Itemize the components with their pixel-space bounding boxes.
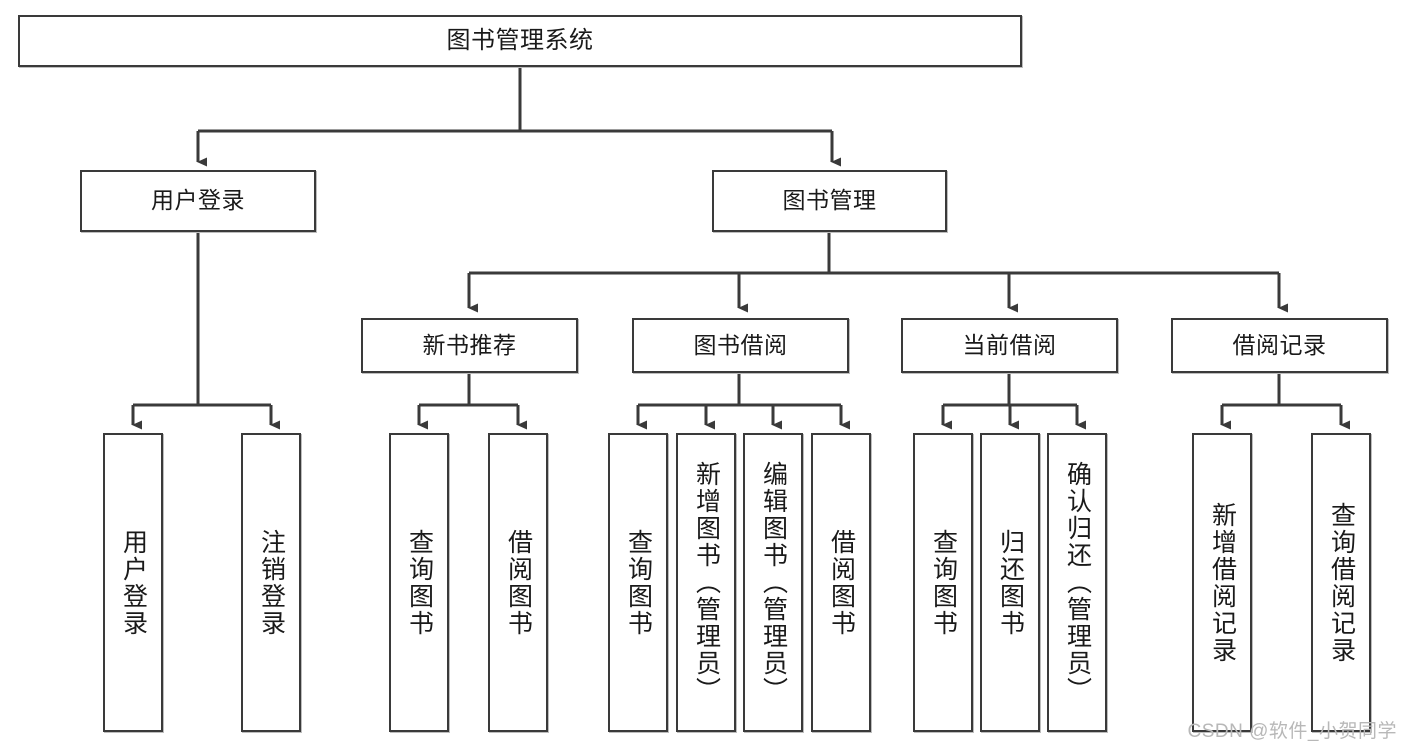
node-book-management[interactable]: 图书管理	[712, 170, 947, 232]
leaf-new-book-query[interactable]: 查询图书	[389, 433, 449, 732]
leaf-current-return-book-label: 归还图书	[996, 528, 1025, 637]
leaf-records-add[interactable]: 新增借阅记录	[1192, 433, 1252, 732]
leaf-borrow-query-book[interactable]: 查询图书	[608, 433, 668, 732]
leaf-current-query-book-label: 查询图书	[929, 528, 958, 637]
node-user-login[interactable]: 用户登录	[80, 170, 316, 232]
node-root-label: 图书管理系统	[446, 26, 594, 54]
leaf-records-query-label: 查询借阅记录	[1327, 501, 1356, 664]
leaf-current-confirm-return[interactable]: 确认归还（管理员）	[1047, 433, 1107, 732]
leaf-user-login-signin-label: 用户登录	[119, 528, 148, 637]
node-new-book-recommend[interactable]: 新书推荐	[361, 318, 578, 373]
leaf-borrow-edit-book-label: 编辑图书（管理员）	[759, 461, 788, 704]
node-current-borrow-label: 当前借阅	[962, 331, 1057, 358]
leaf-user-login-signout-label: 注销登录	[257, 528, 286, 637]
node-borrow-records-label: 借阅记录	[1232, 331, 1327, 358]
leaf-borrow-query-book-label: 查询图书	[624, 528, 653, 637]
leaf-records-add-label: 新增借阅记录	[1208, 501, 1237, 664]
leaf-borrow-add-book[interactable]: 新增图书（管理员）	[676, 433, 736, 732]
leaf-user-login-signin[interactable]: 用户登录	[103, 433, 163, 732]
leaf-current-return-book[interactable]: 归还图书	[980, 433, 1040, 732]
leaf-borrow-borrow-book-label: 借阅图书	[827, 528, 856, 637]
node-book-management-label: 图书管理	[782, 187, 877, 214]
node-new-book-recommend-label: 新书推荐	[422, 331, 517, 358]
node-borrow-records[interactable]: 借阅记录	[1171, 318, 1388, 373]
node-book-borrow-label: 图书借阅	[693, 331, 788, 358]
leaf-borrow-edit-book[interactable]: 编辑图书（管理员）	[743, 433, 803, 732]
leaf-current-confirm-return-label: 确认归还（管理员）	[1063, 461, 1092, 704]
leaf-new-book-query-label: 查询图书	[405, 528, 434, 637]
leaf-new-book-borrow[interactable]: 借阅图书	[488, 433, 548, 732]
leaf-records-query[interactable]: 查询借阅记录	[1311, 433, 1371, 732]
node-root[interactable]: 图书管理系统	[18, 15, 1022, 67]
leaf-current-query-book[interactable]: 查询图书	[913, 433, 973, 732]
node-book-borrow[interactable]: 图书借阅	[632, 318, 849, 373]
leaf-user-login-signout[interactable]: 注销登录	[241, 433, 301, 732]
node-current-borrow[interactable]: 当前借阅	[901, 318, 1118, 373]
node-user-login-label: 用户登录	[151, 187, 245, 214]
leaf-borrow-add-book-label: 新增图书（管理员）	[692, 461, 721, 704]
leaf-new-book-borrow-label: 借阅图书	[504, 528, 533, 637]
leaf-borrow-borrow-book[interactable]: 借阅图书	[811, 433, 871, 732]
watermark: CSDN @软件_小贺同学	[1187, 721, 1397, 742]
